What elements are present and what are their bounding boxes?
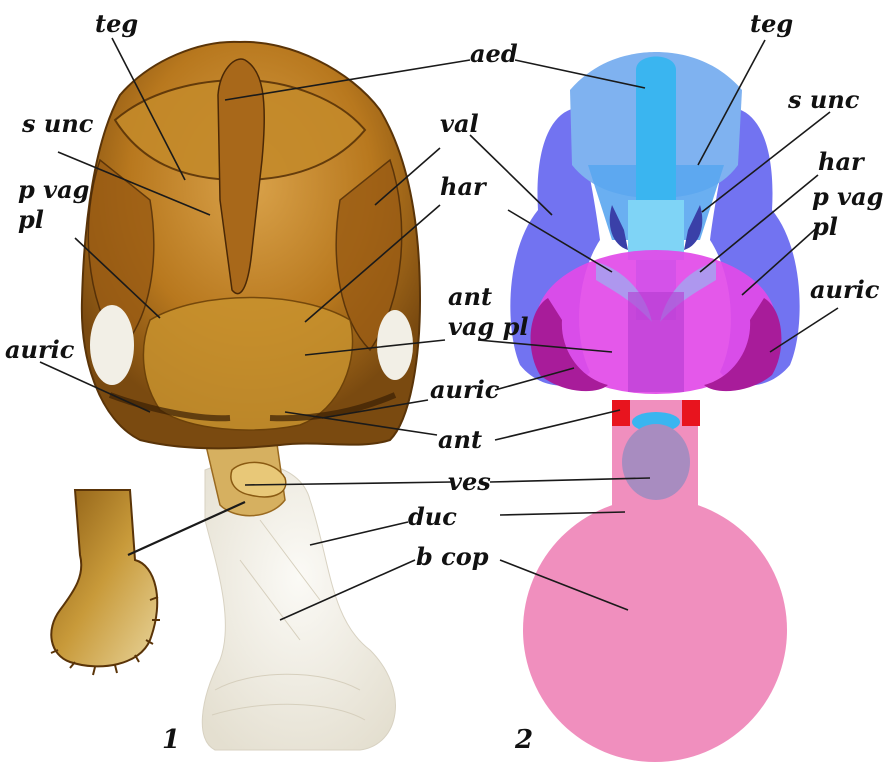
label-b-cop: b cop xyxy=(416,542,489,571)
label-p-vag-pl-left-line1: p vag xyxy=(18,175,89,204)
photo-inset-fragment xyxy=(51,490,157,666)
label-s-unc-right: s unc xyxy=(787,85,860,114)
label-auric-right: auric xyxy=(810,275,880,304)
scheme-aedeagus-over-plate xyxy=(628,292,684,392)
label-har-left: har xyxy=(440,172,488,201)
label-p-vag-pl-left-line2: pl xyxy=(18,205,44,234)
label-ant: ant xyxy=(438,425,482,454)
label-aed: aed xyxy=(470,39,518,68)
panel-number-2: 2 xyxy=(514,725,533,755)
label-teg-left: teg xyxy=(95,9,138,38)
scheme-panel xyxy=(510,52,799,762)
label-teg-right: teg xyxy=(750,9,793,38)
label-ant-vag-pl-line1: ant xyxy=(448,282,492,311)
label-auric-left: auric xyxy=(5,335,75,364)
label-auric-mid: auric xyxy=(430,375,500,404)
label-har-right: har xyxy=(818,147,866,176)
label-val: val xyxy=(440,109,479,138)
label-s-unc-left: s unc xyxy=(21,109,94,138)
label-p-vag-pl-right-line1: p vag xyxy=(812,182,883,211)
panel-number-1: 1 xyxy=(162,725,180,755)
photo-panel xyxy=(51,42,420,750)
label-ves: ves xyxy=(448,467,491,496)
label-duc: duc xyxy=(408,502,457,531)
scheme-vesica xyxy=(622,424,690,500)
label-p-vag-pl-right-line2: pl xyxy=(812,212,838,241)
label-ant-vag-pl-line2: vag pl xyxy=(448,312,529,341)
leader-ant-scheme xyxy=(495,410,620,440)
photo-gap-left xyxy=(90,305,134,385)
scheme-antrum-right xyxy=(682,400,700,426)
scheme-antrum-left xyxy=(612,400,630,426)
leader-duc-photo xyxy=(310,522,408,545)
